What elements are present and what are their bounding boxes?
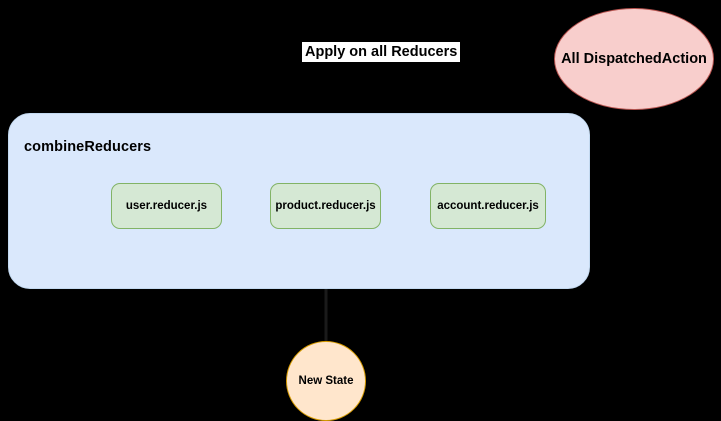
reducer-node-user[interactable]: user.reducer.js bbox=[111, 183, 222, 229]
apply-on-all-reducers-label: Apply on all Reducers bbox=[302, 42, 461, 62]
reducer-node-account[interactable]: account.reducer.js bbox=[430, 183, 546, 229]
all-dispatched-action-line2: Action bbox=[661, 51, 707, 67]
new-state-node[interactable]: New State bbox=[286, 341, 366, 421]
combine-reducers-label: combineReducers bbox=[24, 139, 152, 155]
all-dispatched-action-node[interactable]: All Dispatched Action bbox=[554, 8, 714, 110]
reducer-node-product[interactable]: product.reducer.js bbox=[270, 183, 381, 229]
all-dispatched-action-line1: All Dispatched bbox=[561, 51, 662, 67]
